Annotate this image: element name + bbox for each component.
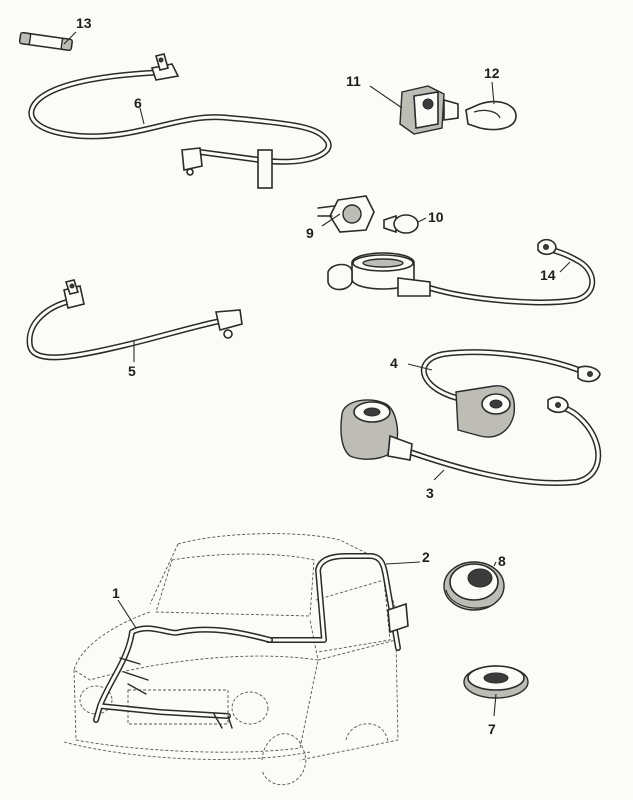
callout-13: 13 <box>76 15 92 31</box>
callout-12: 12 <box>484 65 500 81</box>
earth-strap-long-part <box>28 53 332 189</box>
leader-6 <box>139 107 145 125</box>
battery-lead-upper-part <box>407 349 601 438</box>
leader-1 <box>117 599 137 629</box>
leader-8 <box>493 561 497 567</box>
grommet-small-part <box>463 665 529 717</box>
small-bulb-part <box>383 214 427 234</box>
car-outline <box>63 533 399 786</box>
callout-7: 7 <box>488 721 496 737</box>
battery-lead-lower-part <box>340 396 602 486</box>
leader-10 <box>417 217 427 223</box>
leader-2 <box>385 561 421 565</box>
grommet-large-part <box>443 561 505 611</box>
callout-2: 2 <box>422 549 430 565</box>
bulb-socket-part <box>317 195 375 233</box>
wiring-loom-part <box>93 553 421 729</box>
callout-1: 1 <box>112 585 120 601</box>
fuse-part <box>18 31 77 52</box>
leader-12 <box>491 81 495 105</box>
leader-13 <box>63 31 77 45</box>
callout-10: 10 <box>428 209 444 225</box>
callout-6: 6 <box>134 95 142 111</box>
leader-11 <box>369 85 403 109</box>
callout-14: 14 <box>540 267 556 283</box>
callout-4: 4 <box>390 355 398 371</box>
callout-3: 3 <box>426 485 434 501</box>
leader-4 <box>407 363 433 371</box>
callout-11: 11 <box>346 73 361 89</box>
leader-9 <box>321 213 341 227</box>
callout-8: 8 <box>498 553 506 569</box>
earth-strap-short-part <box>26 279 243 362</box>
callout-9: 9 <box>306 225 314 241</box>
callout-5: 5 <box>128 363 136 379</box>
leader-3 <box>433 469 445 481</box>
wedge-bulb-part <box>465 81 517 131</box>
bulb-holder-part <box>369 85 459 135</box>
leader-14 <box>559 261 571 273</box>
leader-7 <box>493 693 497 717</box>
battery-clamp-lead-part <box>327 238 596 306</box>
